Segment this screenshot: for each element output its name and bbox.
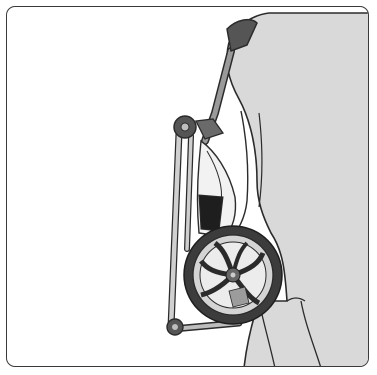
stroller-wheel — [184, 226, 282, 324]
illustration-frame — [6, 6, 369, 367]
folded-stroller-carry-icon — [7, 7, 369, 367]
seat-fabric — [198, 141, 236, 237]
